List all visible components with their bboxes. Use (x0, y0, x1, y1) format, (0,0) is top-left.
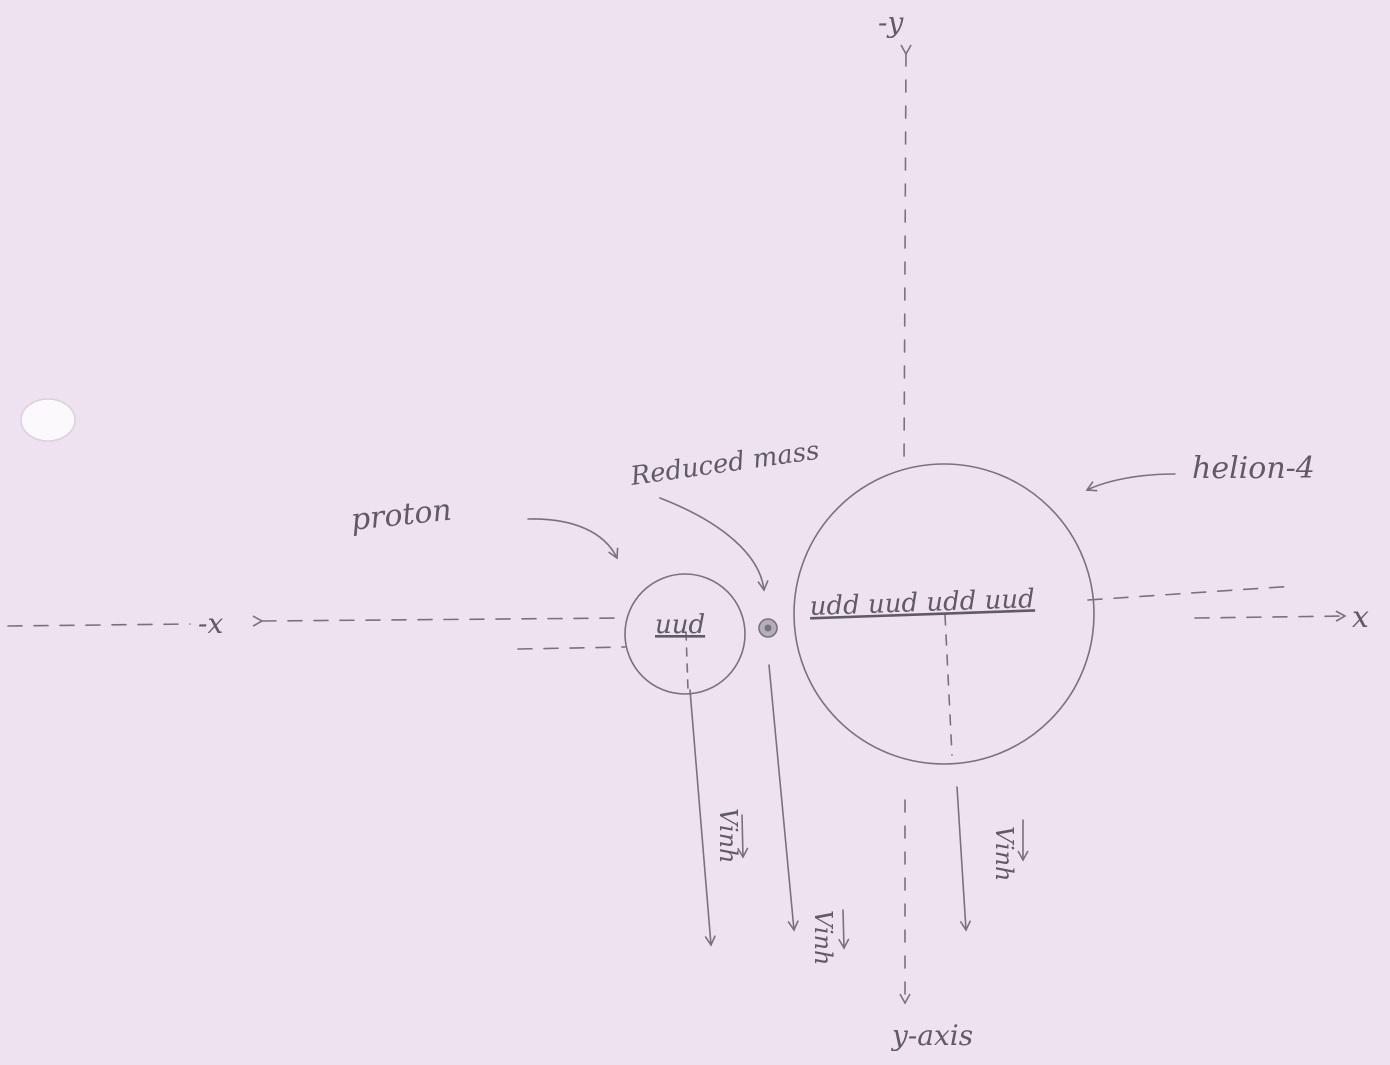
helion-velocity-label: Vinh (990, 826, 1018, 882)
y-axis-upper (900, 44, 912, 469)
proton-center-dash (685, 631, 689, 691)
neg-x-label: -x (198, 607, 223, 640)
reduced-mass-vector-mark (838, 909, 850, 950)
helion-circle (793, 463, 1095, 765)
x-axis-right-dash (1087, 585, 1296, 601)
punch-hole-icon (20, 398, 76, 442)
proton-circle (624, 573, 746, 695)
helion-label: helion-4 (1192, 451, 1315, 486)
x-axis-lower-dash (517, 646, 626, 650)
proton-velocity-label: Vinh (714, 808, 742, 864)
proton-pointer-arrow (527, 518, 619, 560)
helion-velocity-arrow (956, 786, 972, 932)
reduced-mass-velocity-arrow (768, 664, 799, 932)
helion-center-dash (944, 614, 953, 756)
proton-label: proton (349, 493, 453, 538)
helion-quarks-label: udd uud udd uud (809, 584, 1035, 622)
pos-x-label: x (1352, 600, 1369, 635)
reduced-mass-dot-core (764, 624, 772, 632)
reduced-mass-label: Reduced mass (628, 436, 821, 492)
proton-velocity-arrow (689, 689, 716, 947)
x-axis-neg-dash (252, 615, 626, 627)
neg-y-label: -y (878, 6, 904, 39)
x-axis-left-dash (7, 623, 191, 627)
y-axis-label: y-axis (890, 1019, 973, 1052)
x-axis-pos-dash (1194, 610, 1347, 622)
helion-pointer-arrow (1085, 473, 1176, 492)
reduced-mass-pointer-arrow (659, 497, 769, 592)
reduced-mass-velocity-label: Vinh (809, 910, 837, 966)
proton-vector-mark (737, 814, 749, 859)
proton-quarks-label: uud (655, 610, 705, 640)
